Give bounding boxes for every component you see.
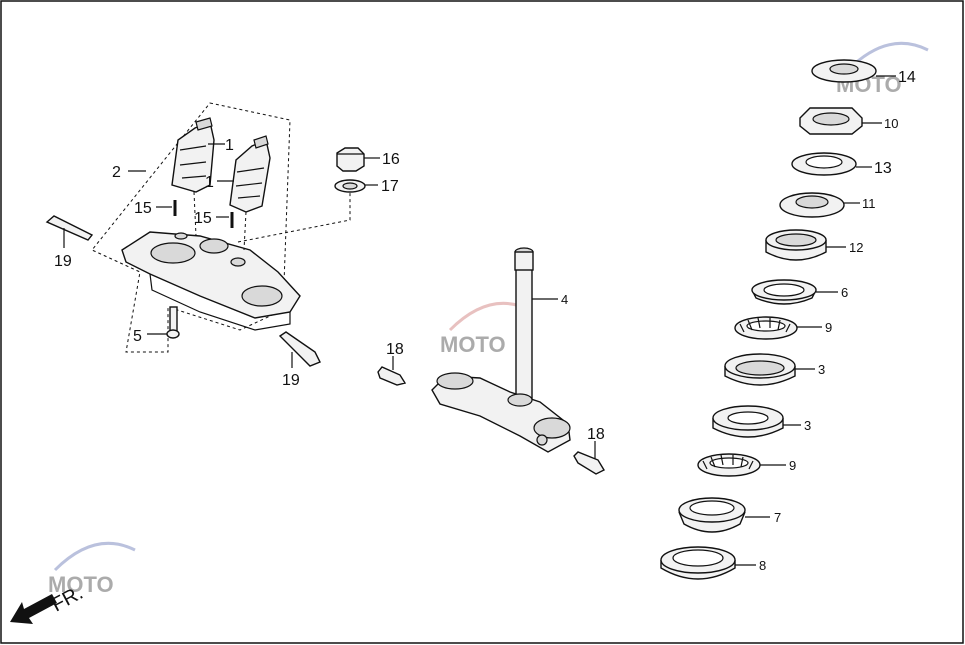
handlebar-clamp-right [229,135,271,213]
outer-race-3-lower [712,405,784,438]
bearing-cage-9-lower [697,453,761,477]
label-part-3b: 3 [804,418,811,433]
adjusting-nut-11 [779,192,845,218]
label-part-11: 11 [862,196,876,211]
label-part-19a: 19 [54,253,72,270]
label-part-3a: 3 [818,362,825,377]
moto-logo-watermark-bottom-left: MOTO [48,541,136,597]
stem-nut-cover-14 [811,59,877,83]
label-part-8: 8 [759,558,766,573]
bolt-5 [166,306,180,339]
label-part-6: 6 [841,285,848,300]
label-part-4: 4 [561,292,568,307]
washer-17 [334,179,366,193]
bolt-18-right [573,451,605,475]
label-part-1b: 1 [205,174,214,191]
steering-stem-lower-clamp [431,247,571,453]
label-part-5: 5 [133,328,142,345]
bolt-19-upper [45,215,94,241]
inner-race-6 [751,279,817,305]
nut-16 [336,147,365,172]
washer-13 [791,152,857,176]
upper-bracket-group-outline [91,102,291,353]
label-part-19b: 19 [282,372,300,389]
label-part-18b: 18 [587,426,605,443]
label-part-10: 10 [884,116,898,131]
bolt-18-left [377,366,407,386]
label-part-14: 14 [898,69,916,86]
label-part-9a: 9 [825,320,832,335]
upper-clamp-dashed-leader [237,193,351,243]
lock-nut-10 [799,107,863,135]
label-part-12: 12 [849,240,863,255]
clamp-1b-dashed [243,211,247,251]
label-part-18a: 18 [386,341,404,358]
label-part-15b: 15 [194,210,212,227]
clamp-1a-dashed [193,191,197,237]
dust-seal-12 [765,229,827,261]
bolt-19-lower [278,331,321,367]
label-part-9b: 9 [789,458,796,473]
arrow-down-left-icon [10,594,57,624]
label-part-2: 2 [112,164,121,181]
svg-text:MOTO: MOTO [48,572,114,597]
upper-triple-clamp [121,231,301,331]
label-part-1a: 1 [225,137,234,154]
svg-text:MOTO: MOTO [440,332,506,357]
dust-seal-8 [660,546,736,580]
outer-race-3-upper [724,353,796,386]
label-part-17: 17 [381,178,399,195]
label-part-13: 13 [874,160,892,177]
label-part-15a: 15 [134,200,152,217]
bearing-cage-9-upper [734,316,798,340]
handlebar-clamp-left [171,117,215,193]
inner-race-7 [678,497,746,533]
label-part-7: 7 [774,510,781,525]
label-part-16: 16 [382,151,400,168]
